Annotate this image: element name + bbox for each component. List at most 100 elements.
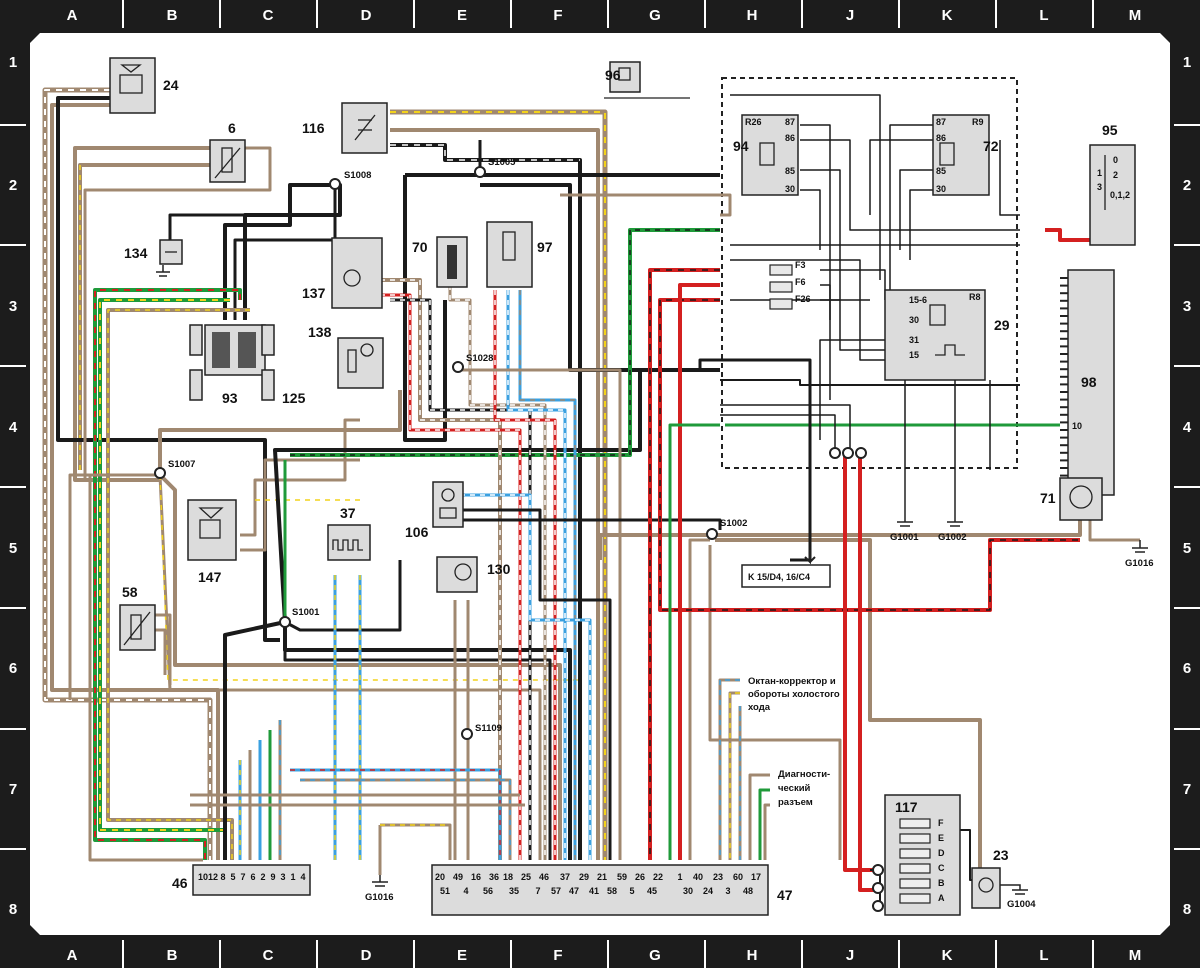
connector47-top-pin-16: 16 bbox=[471, 872, 481, 882]
connector46-pin-7: 7 bbox=[240, 872, 245, 882]
note-octane-line2: обороты холостого bbox=[748, 689, 840, 700]
fuse-f6: F6 bbox=[795, 277, 806, 287]
relay94-pin-85: 85 bbox=[785, 166, 795, 176]
connector47-top-pin-17: 17 bbox=[751, 872, 761, 882]
col-label-top-H: H bbox=[747, 7, 758, 24]
switch95-pos-3: 3 bbox=[1097, 182, 1102, 192]
switch95-pos-2: 2 bbox=[1113, 170, 1118, 180]
connector47-top-pin-36: 36 bbox=[489, 872, 499, 882]
connector47-top-pin-29: 29 bbox=[579, 872, 589, 882]
label-116: 116 bbox=[302, 120, 325, 136]
component-37 bbox=[327, 524, 371, 561]
label-137: 137 bbox=[302, 285, 326, 301]
relay-94 bbox=[741, 114, 799, 196]
component-106 bbox=[432, 481, 464, 528]
row-label-left-4: 4 bbox=[9, 419, 18, 436]
connector117-pin-B: B bbox=[938, 878, 945, 888]
connector46-pin-1: 1 bbox=[290, 872, 295, 882]
connector46-pin-4: 4 bbox=[300, 872, 305, 882]
connector47-bottom-pin-35: 35 bbox=[509, 886, 519, 896]
label-97: 97 bbox=[537, 239, 553, 255]
row-label-left-6: 6 bbox=[9, 660, 17, 677]
row-label-right-6: 6 bbox=[1183, 660, 1191, 677]
col-label-top-D: D bbox=[361, 7, 372, 24]
col-label-top-A: A bbox=[67, 7, 78, 24]
connector47-top-pin-25: 25 bbox=[521, 872, 531, 882]
connector47-bottom-pin-57: 57 bbox=[551, 886, 561, 896]
splice-s1007: S1007 bbox=[168, 459, 195, 470]
connector47-top-pin-37: 37 bbox=[560, 872, 570, 882]
connector46-pin-9: 9 bbox=[270, 872, 275, 882]
row-label-right-1: 1 bbox=[1183, 54, 1191, 71]
connector47-top-pin-40: 40 bbox=[693, 872, 703, 882]
connector47-top-pin-59: 59 bbox=[617, 872, 627, 882]
connector117-pin-box bbox=[899, 833, 931, 844]
connector46-pin-6: 6 bbox=[250, 872, 255, 882]
component-23 bbox=[971, 867, 1001, 909]
note-octane-line1: Октан-корректор и bbox=[748, 676, 836, 687]
row-label-left-1: 1 bbox=[9, 54, 17, 71]
connector117-pin-box bbox=[899, 848, 931, 859]
relay29-pin-31: 31 bbox=[909, 335, 919, 345]
row-label-right-3: 3 bbox=[1183, 298, 1191, 315]
connector47-bottom-pin-5: 5 bbox=[629, 886, 634, 896]
col-label-bottom-B: B bbox=[167, 947, 178, 964]
col-label-top-J: J bbox=[846, 7, 854, 24]
connector47-bottom-pin-24: 24 bbox=[703, 886, 713, 896]
switch95-pos-012: 0,1,2 bbox=[1110, 190, 1130, 200]
col-label-top-C: C bbox=[263, 7, 274, 24]
splice-s1001: S1001 bbox=[292, 607, 320, 618]
splice-points bbox=[154, 166, 718, 740]
relay-29 bbox=[884, 289, 986, 381]
label-72: 72 bbox=[983, 138, 999, 154]
col-label-bottom-L: L bbox=[1039, 947, 1048, 964]
row-label-left-5: 5 bbox=[9, 540, 17, 557]
connector47-top-pin-20: 20 bbox=[435, 872, 445, 882]
note-octane-line3: хода bbox=[748, 702, 771, 713]
connector47-top-pin-26: 26 bbox=[635, 872, 645, 882]
splice-s1109: S1109 bbox=[475, 723, 502, 734]
connector117-pin-E: E bbox=[938, 833, 944, 843]
connector117-pin-box bbox=[899, 863, 931, 874]
connector47-bottom-pin-3: 3 bbox=[725, 886, 730, 896]
ground-g1001: G1001 bbox=[890, 532, 919, 543]
col-label-top-L: L bbox=[1039, 7, 1048, 24]
relay72-name: R9 bbox=[972, 117, 984, 127]
switch-95 bbox=[1089, 144, 1136, 246]
component-116 bbox=[341, 102, 388, 154]
ground-g1002: G1002 bbox=[938, 532, 967, 543]
label-96: 96 bbox=[605, 67, 621, 83]
row-label-right-8: 8 bbox=[1183, 901, 1191, 918]
label-147: 147 bbox=[198, 569, 222, 585]
label-58: 58 bbox=[122, 584, 138, 600]
connector117-pin-D: D bbox=[938, 848, 945, 858]
connector46-pin-5: 5 bbox=[230, 872, 235, 882]
labels-layer: 24 6 116 96 94 72 95 134 137 70 97 138 9… bbox=[122, 67, 1154, 910]
relay29-pin-15-6: 15-6 bbox=[909, 295, 927, 305]
spark-plugs-125 bbox=[189, 324, 275, 401]
motor-71 bbox=[1059, 477, 1103, 521]
connector46-pin-10: 10 bbox=[198, 872, 208, 882]
note-diag-line1: Диагности- bbox=[778, 769, 830, 780]
label-37: 37 bbox=[340, 505, 356, 521]
reference-box bbox=[741, 550, 831, 588]
label-46: 46 bbox=[172, 875, 188, 891]
col-label-top-G: G bbox=[649, 7, 661, 24]
row-label-left-2: 2 bbox=[9, 177, 17, 194]
col-label-top-E: E bbox=[457, 7, 467, 24]
relay72-pin-30: 30 bbox=[936, 184, 946, 194]
connector47-bottom-pin-58: 58 bbox=[607, 886, 617, 896]
relay72-pin-87: 87 bbox=[936, 117, 946, 127]
col-label-bottom-C: C bbox=[263, 947, 274, 964]
fuse-f3: F3 bbox=[795, 260, 806, 270]
col-label-top-M: M bbox=[1129, 7, 1142, 24]
connector117-pin-F: F bbox=[938, 818, 944, 828]
component-6 bbox=[209, 139, 246, 183]
col-label-bottom-A: A bbox=[67, 947, 78, 964]
connector47-top-pin-1: 1 bbox=[677, 872, 682, 882]
component-147 bbox=[187, 499, 237, 561]
connector46-pin-12: 12 bbox=[208, 872, 218, 882]
connector47-bottom-pin-4: 4 bbox=[463, 886, 468, 896]
relay29-pin-15: 15 bbox=[909, 350, 919, 360]
relay-72 bbox=[932, 114, 990, 196]
